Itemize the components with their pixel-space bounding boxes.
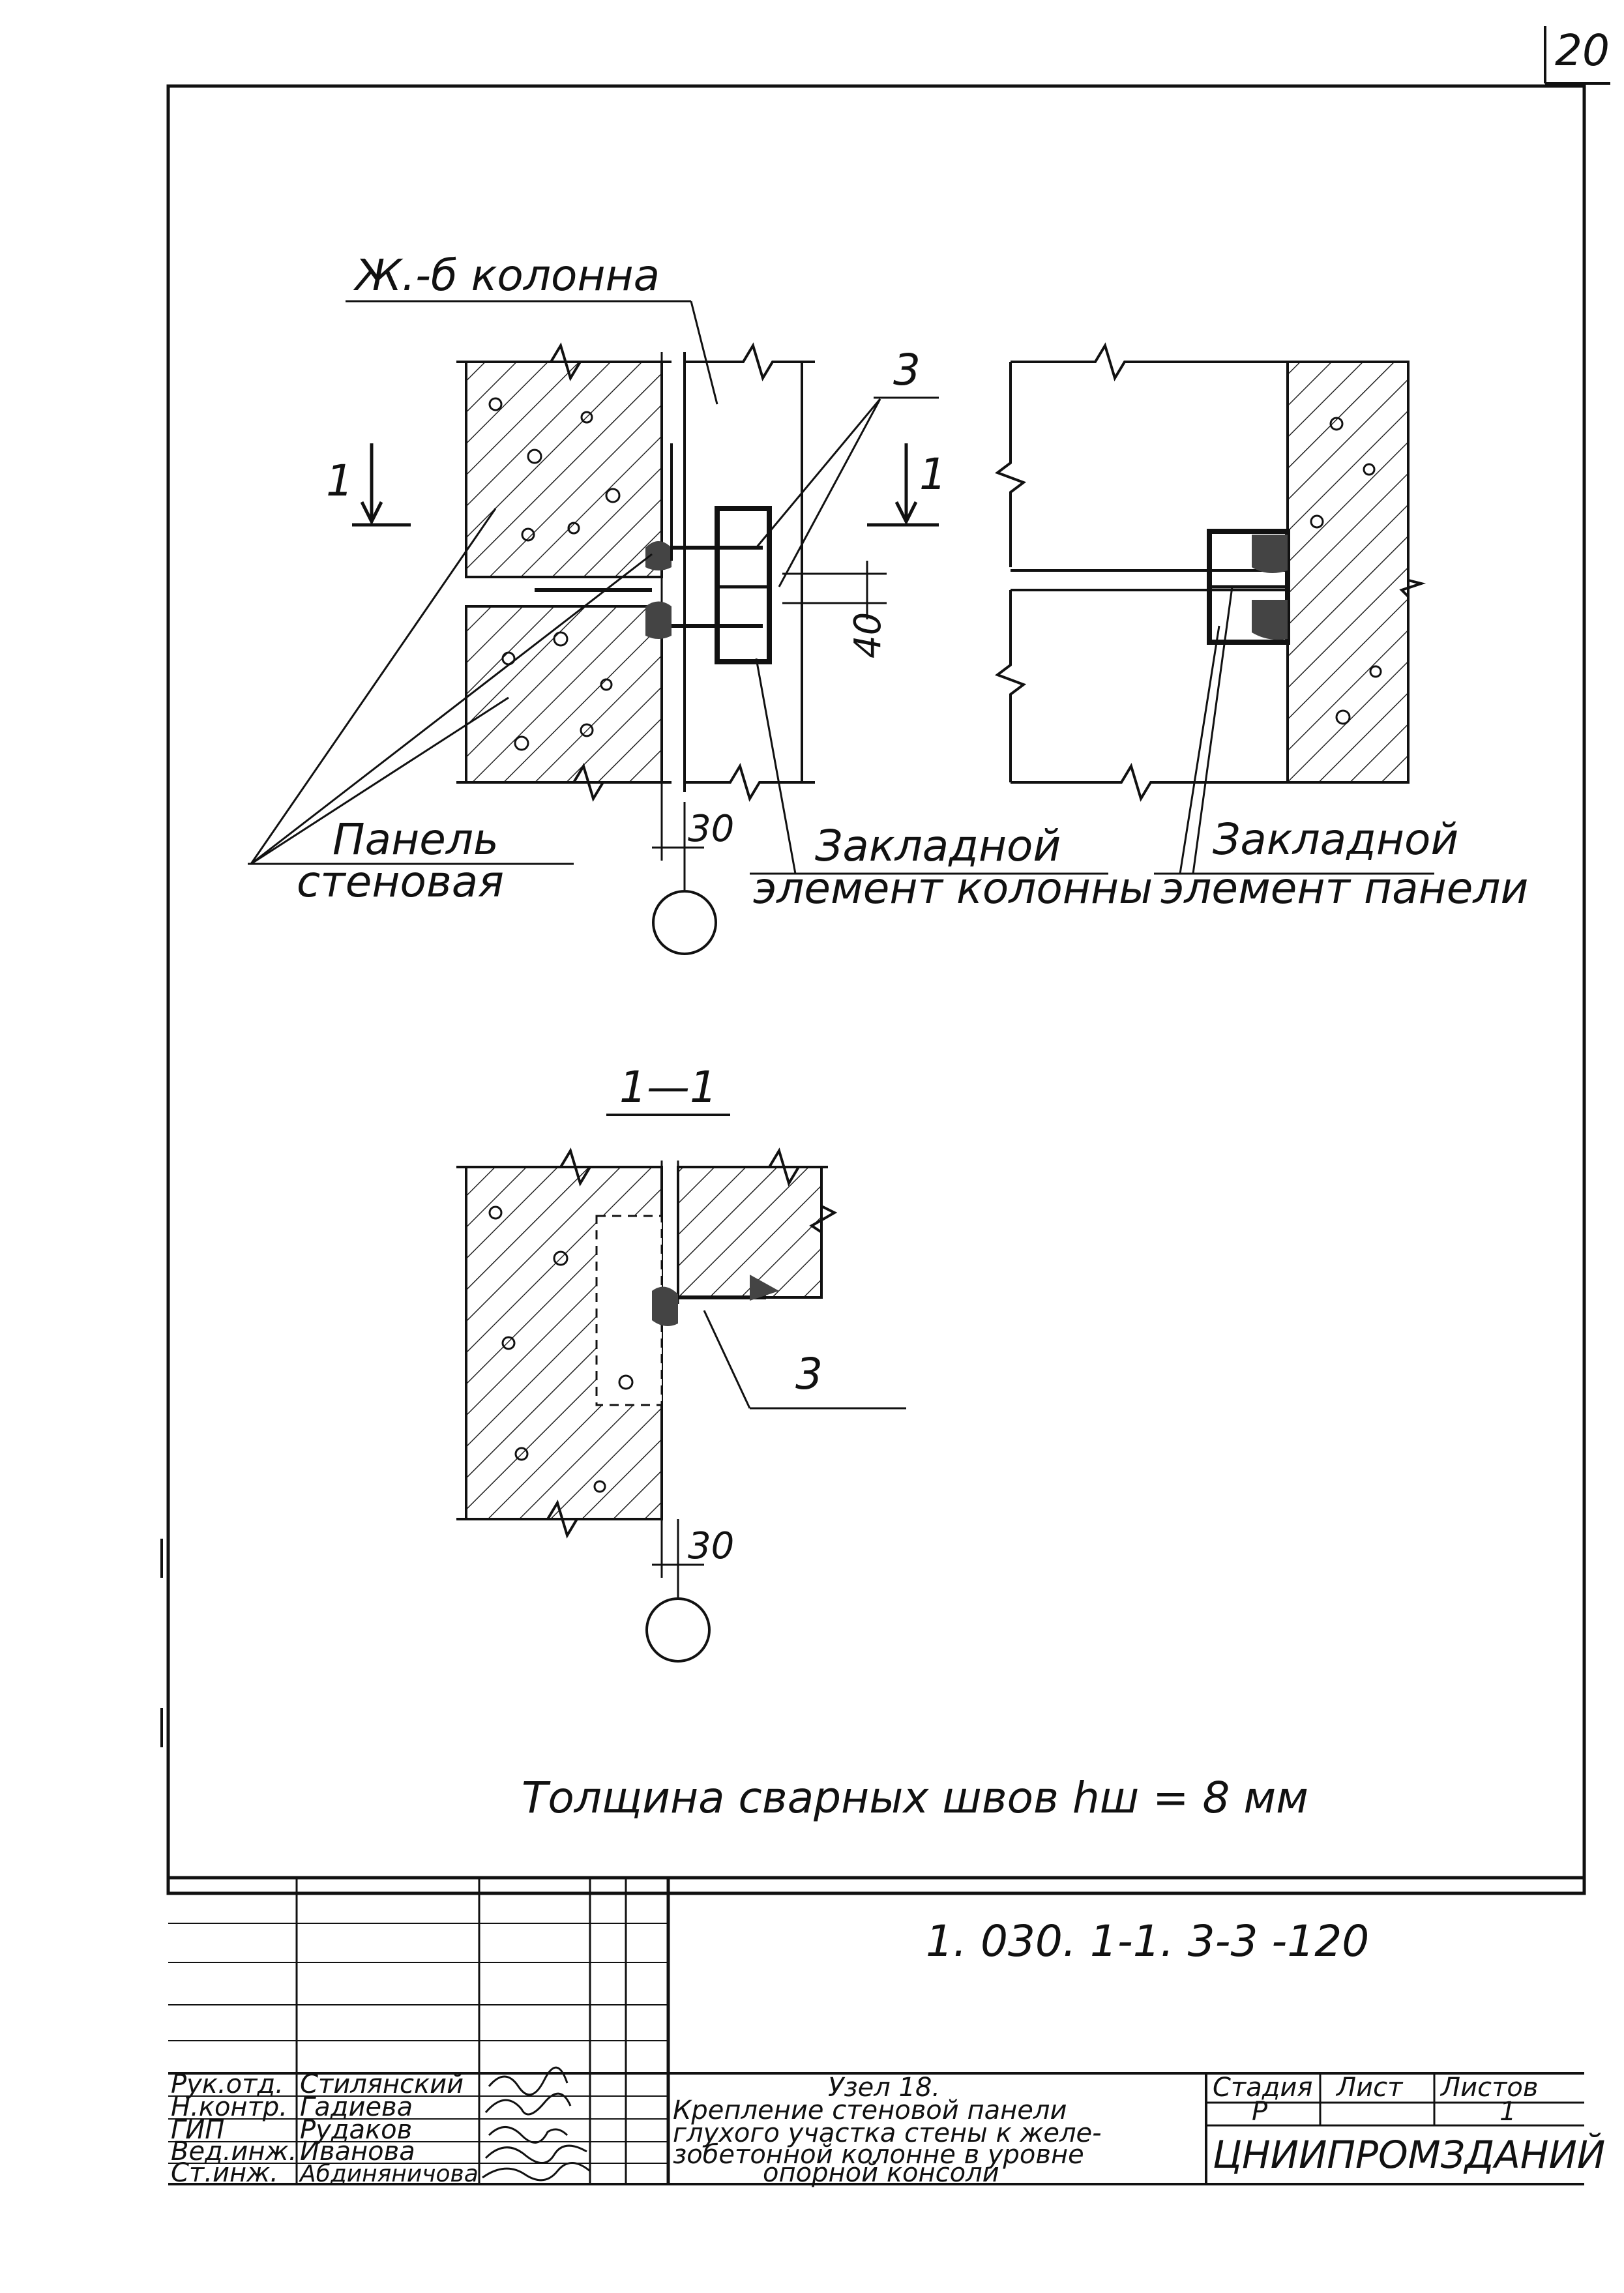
break-mark-vertical [994, 590, 1027, 782]
break-mark [685, 763, 815, 802]
stage-header: Стадия [1213, 2073, 1312, 2103]
page-number-corner: 20 [1544, 25, 1610, 85]
weld-bead [1252, 600, 1288, 640]
title-line-2: Крепление стеновой панели [673, 2095, 1067, 2125]
dimension-40 [782, 561, 887, 619]
staff-role: Н.контр. [171, 2092, 288, 2122]
sheets-value: 1 [1499, 2097, 1516, 2127]
staff-name: Гадиева [300, 2092, 413, 2122]
grid-axis-bubble [652, 890, 717, 955]
title-block [168, 1876, 1584, 2185]
document-code: 1. 030. 1-1. 3-3 -120 [926, 1916, 1369, 1966]
panel-label-line2: стеновая [297, 857, 504, 907]
weld-bead [652, 1286, 678, 1326]
title-line-5: опорной консоли [763, 2158, 999, 2188]
wall-panel-upper [465, 361, 663, 578]
dimension-30-top [652, 802, 704, 861]
weld-bead [645, 541, 672, 570]
staff-role: ГИП [171, 2115, 224, 2145]
break-mark [685, 342, 815, 381]
break-mark [456, 763, 672, 802]
sheet-frame [166, 84, 1586, 1895]
stage-value: Р [1252, 2097, 1268, 2127]
embedded-part-dashed [595, 1215, 663, 1406]
dimension-30-section [652, 1519, 704, 1578]
staff-name: Абдиняничова [299, 2161, 479, 2187]
column-hatched [1286, 361, 1410, 784]
panel-label-line1: Панель [332, 814, 499, 865]
concrete-aggregate [488, 397, 621, 751]
section-mark-left: 1 [326, 456, 353, 506]
break-mark [456, 342, 672, 381]
break-mark [678, 1147, 828, 1187]
embed-column-label-line1: Закладной [815, 821, 1061, 871]
embed-column-label-line2: элемент колонны [753, 863, 1153, 913]
weld-thickness-note: Толщина сварных швов hш = 8 мм [522, 1773, 1308, 1823]
embed-panel-label-line1: Закладной [1213, 814, 1458, 865]
sheet-header: Лист [1335, 2073, 1404, 2103]
staff-list: Рук.отд. Стилянский Н.контр. Гадиева ГИП… [171, 2069, 479, 2188]
organization-name: ЦНИИПРОМЗДАНИЙ [1213, 2132, 1605, 2177]
grid-axis-bubble-section [645, 1597, 711, 1663]
title-line-4: зобетонной колонне в уровне [673, 2140, 1084, 2170]
title-line-3: глухого участка стены к желе- [673, 2118, 1102, 2148]
section-arrow-right [867, 443, 939, 527]
sheets-header: Листов [1439, 2073, 1538, 2103]
weld-bead [645, 601, 672, 639]
dimension-30-top-label: 30 [688, 808, 734, 850]
detail-elevation-left: 1 1 40 3 Ж.-б колонна Панель стеновая [248, 250, 1153, 955]
title-line-1: Узел 18. [828, 2073, 940, 2103]
weld-bead [1252, 535, 1288, 573]
break-mark-vertical [994, 362, 1027, 567]
section-1-1: 1—1 3 30 [456, 1062, 906, 1663]
break-mark [1011, 342, 1288, 381]
item-3-section-label: 3 [795, 1349, 823, 1399]
staff-name: Стилянский [300, 2069, 464, 2099]
item-3-label: 3 [893, 345, 921, 395]
break-mark [456, 1500, 662, 1539]
wall-panel-lower [465, 605, 663, 784]
dimension-40-label: 40 [847, 612, 889, 658]
column-label: Ж.-б колонна [353, 250, 660, 301]
dimension-30-section-label: 30 [688, 1525, 734, 1567]
staff-role: Вед.инж. [171, 2137, 297, 2167]
break-mark [456, 1147, 662, 1187]
staff-name: Иванова [300, 2137, 415, 2167]
staff-name: Рудаков [300, 2115, 412, 2145]
section-arrow-left [352, 443, 411, 527]
section-mark-right: 1 [919, 449, 947, 499]
weld-bead [750, 1275, 779, 1301]
section-title: 1—1 [619, 1062, 717, 1112]
detail-elevation-right: Закладной элемент панели [994, 342, 1528, 913]
page-number: 20 [1555, 25, 1610, 76]
embed-panel-label-line2: элемент панели [1160, 863, 1528, 913]
staff-role: Ст.инж. [171, 2158, 278, 2188]
break-mark [1011, 763, 1288, 802]
staff-role: Рук.отд. [171, 2069, 284, 2099]
signatures [482, 2066, 591, 2182]
drawing-title: Узел 18. Крепление стеновой панели глухо… [673, 2073, 1102, 2188]
